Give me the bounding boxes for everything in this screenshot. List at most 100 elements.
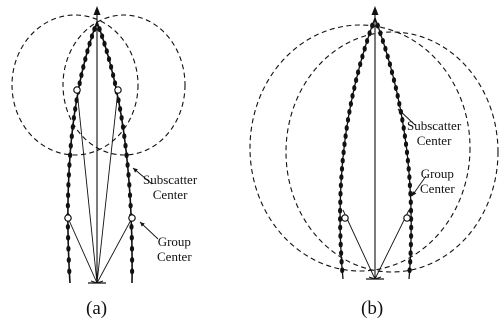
- subscatter-center-dot: [67, 162, 72, 168]
- panel-b-subscatter-label: Subscatter Center: [407, 118, 461, 148]
- subscatter-center-dot: [408, 241, 413, 248]
- subscatter-center-dot: [354, 77, 359, 84]
- subscatter-center-dot: [129, 234, 134, 241]
- subscatter-center-dot: [375, 22, 380, 29]
- panel-a-caption: (a): [86, 298, 108, 319]
- subscatter-center-dot: [338, 199, 343, 206]
- base-tick: [90, 280, 98, 284]
- dashed-circle: [249, 24, 471, 272]
- subscatter-center-dot: [77, 80, 82, 87]
- subscatter-center-dot: [395, 92, 400, 99]
- subscatter-center-dot: [118, 106, 123, 112]
- subscatter-center-dot: [403, 141, 409, 148]
- subscatter-center-dot: [70, 124, 75, 130]
- ray-line: [96, 217, 133, 284]
- subscatter-center-dot: [119, 114, 124, 121]
- scatterer-curve: [374, 17, 412, 280]
- panel-a-subscatter-label: Subscatter Center: [143, 172, 197, 202]
- subscatter-center-dot: [79, 72, 84, 79]
- panel-b-group-label: Group Center: [420, 166, 455, 196]
- subscatter-center-dot: [126, 171, 131, 178]
- subscatter-center-dot: [66, 192, 71, 199]
- subscatter-center-dot: [358, 61, 363, 68]
- subscatter-center-dot: [408, 250, 413, 257]
- subscatter-center-dot: [367, 30, 372, 37]
- subscatter-center-dot: [100, 33, 105, 40]
- panel-b-caption: (b): [361, 298, 384, 319]
- subscatter-center-dot: [71, 114, 76, 121]
- subscatter-center-dot: [338, 241, 343, 248]
- subscatter-center-dot: [74, 97, 79, 104]
- subscatter-center-dot: [389, 69, 395, 76]
- subscatter-center-dot: [66, 234, 71, 241]
- subscatter-center-dot: [340, 157, 345, 164]
- ray-line: [342, 209, 376, 280]
- subscatter-center-dot: [67, 268, 72, 275]
- subscatter-center-dot: [127, 192, 133, 199]
- panel-b-subscatter-line1: Subscatter: [407, 118, 462, 133]
- subscatter-center-dot: [365, 38, 370, 44]
- subscatter-center-dot: [400, 116, 405, 123]
- subscatter-center-dot: [339, 258, 344, 265]
- subscatter-center-dot: [409, 233, 414, 239]
- group-center-marker: [114, 86, 122, 94]
- subscatter-center-dot: [106, 56, 112, 63]
- panel-b: [249, 6, 499, 280]
- subscatter-center-dot: [66, 181, 71, 188]
- subscatter-center-dot: [409, 224, 414, 231]
- subscatter-center-dot: [129, 245, 135, 252]
- subscatter-center-dot: [342, 141, 347, 148]
- subscatter-center-dot: [407, 174, 412, 181]
- leader-arrowhead: [398, 109, 403, 114]
- subscatter-center-dot: [356, 69, 361, 76]
- group-center-marker: [73, 86, 81, 94]
- leader-arrowhead: [412, 191, 417, 196]
- subscatter-center-dot: [347, 108, 352, 115]
- subscatter-center-dot: [407, 267, 412, 274]
- panel-a-group-line1: Group: [157, 234, 191, 249]
- subscatter-center-dot: [340, 267, 345, 274]
- subscatter-center-dot: [408, 207, 414, 214]
- panel-a-group-line2: Center: [157, 249, 192, 264]
- subscatter-center-dot: [338, 182, 343, 189]
- ray-line: [96, 89, 119, 284]
- subscatter-center-dot: [69, 133, 74, 140]
- subscatter-center-dot: [111, 72, 116, 79]
- subscatter-center-dot: [385, 53, 390, 60]
- subscatter-center-dot: [362, 45, 367, 52]
- subscatter-center-dot: [120, 124, 126, 130]
- subscatter-center-dot: [112, 80, 118, 87]
- subscatter-center-dot: [87, 40, 92, 47]
- panel-b-subscatter-line2: Center: [416, 133, 452, 148]
- subscatter-center-dot: [338, 190, 343, 197]
- panel-a-group-label: Group Center: [157, 234, 192, 264]
- subscatter-center-dot: [406, 165, 411, 172]
- ray-line: [67, 217, 98, 284]
- subscatter-center-dot: [128, 202, 133, 209]
- leader-arrowhead: [140, 222, 145, 227]
- subscatter-center-dot: [338, 216, 343, 222]
- subscatter-center-dot: [407, 182, 412, 189]
- subscatter-center-dot: [350, 92, 355, 99]
- base-tick: [96, 280, 104, 284]
- subscatter-center-dot: [66, 257, 71, 263]
- subscatter-center-dot: [348, 100, 353, 107]
- subscatter-center-dot: [122, 133, 127, 140]
- subscatter-center-dot: [125, 162, 130, 168]
- base-tick: [368, 276, 376, 280]
- subscatter-center-dot: [66, 245, 71, 252]
- subscatter-center-dot: [129, 223, 134, 230]
- subscatter-center-dot: [104, 48, 109, 55]
- subscatter-center-dot: [89, 33, 95, 40]
- subscatter-center-dot: [404, 149, 410, 156]
- group-center-marker: [128, 214, 136, 222]
- dashed-circle: [11, 14, 139, 156]
- leader-arrowhead: [133, 168, 138, 173]
- subscatter-center-dot: [401, 125, 406, 131]
- subscatter-center-dot: [92, 26, 97, 33]
- subscatter-center-dot: [65, 202, 70, 209]
- panel-b-group-line1: Group: [420, 166, 454, 181]
- subscatter-center-dot: [408, 199, 413, 206]
- subscatter-center-dot: [116, 97, 121, 104]
